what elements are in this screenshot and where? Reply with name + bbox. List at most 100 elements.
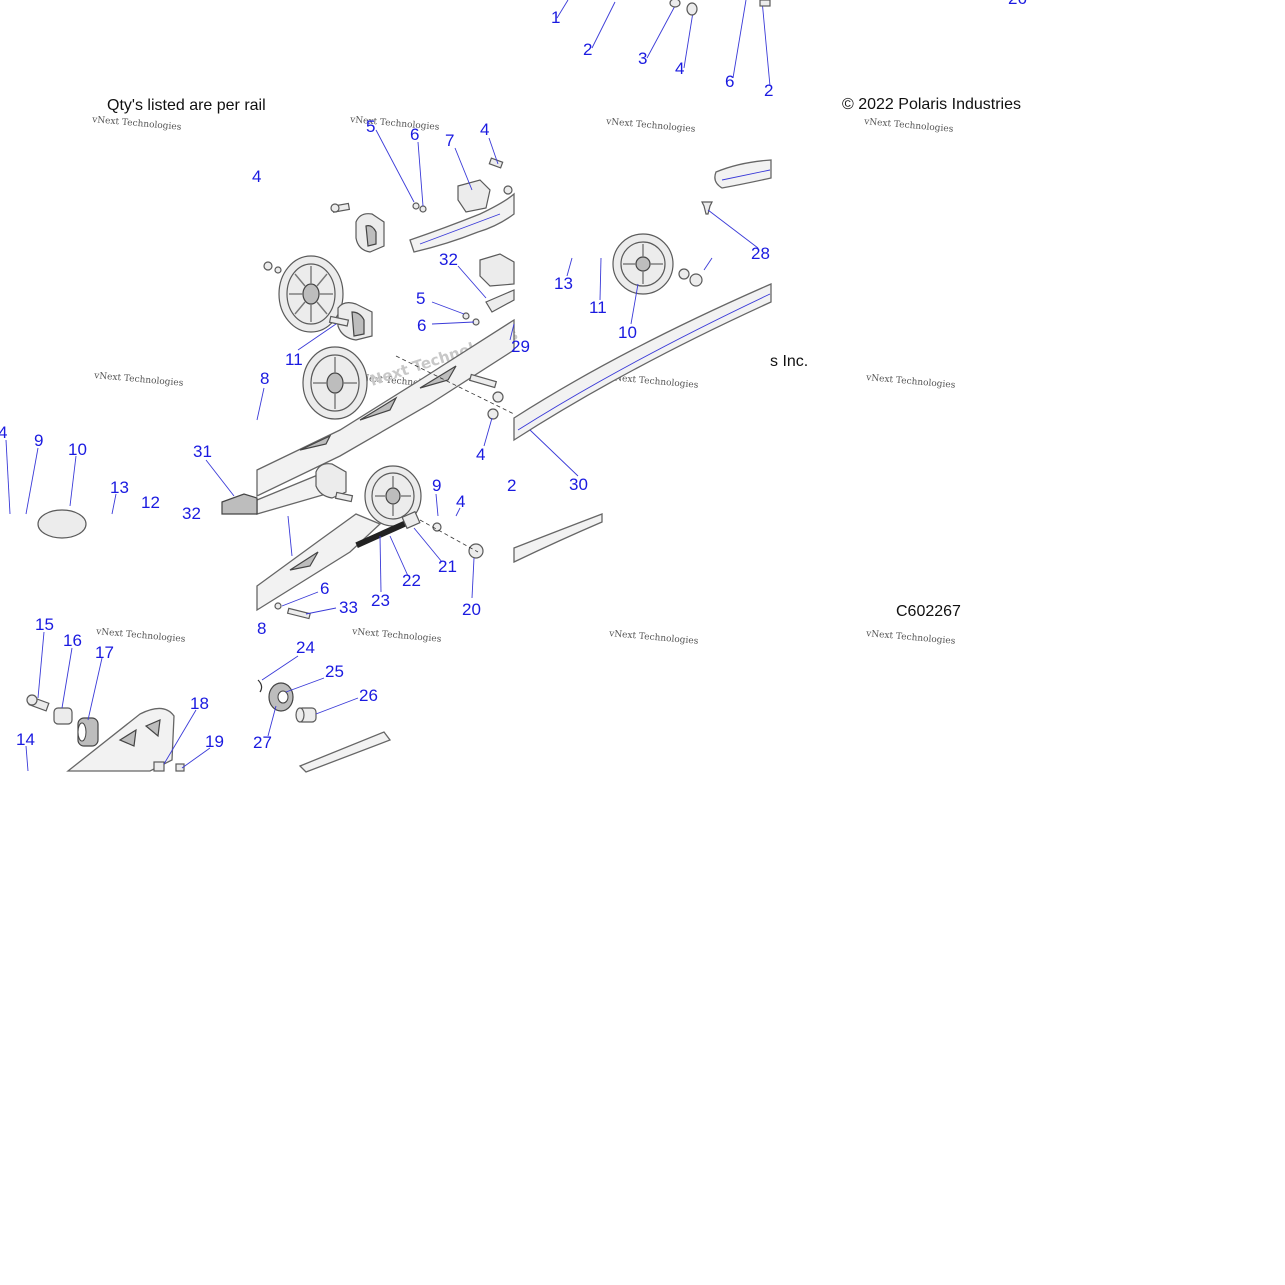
leader-line [261, 655, 299, 681]
leader-line [379, 535, 382, 593]
pin [175, 763, 185, 772]
callout-2: 2 [583, 40, 592, 59]
leader-line [305, 607, 337, 615]
watermarks: vNext Technologies vNext Technologies vN… [91, 115, 956, 647]
callout-10: 10 [618, 323, 637, 342]
bolt-head [26, 694, 38, 706]
slide-block-slot [351, 311, 365, 337]
nut [487, 408, 499, 420]
leader-line [457, 265, 487, 299]
callout-29: 29 [511, 337, 530, 356]
leader-line [5, 439, 11, 515]
leader-line [630, 283, 639, 325]
leader-line [599, 257, 602, 301]
adjuster-block [401, 510, 421, 530]
leader-line [488, 137, 499, 165]
callout-4: 4 [0, 423, 7, 442]
nut [669, 0, 681, 8]
rear-bracket-cutouts [118, 719, 161, 747]
callout-18: 18 [190, 694, 209, 713]
watermark-text: vNext Technologies [605, 117, 696, 135]
leader-line [87, 657, 103, 721]
idler-wheel [302, 346, 368, 420]
watermark-text: vNext Technologies [93, 371, 184, 389]
tile-center-upper: 5 6 7 4 4 [252, 117, 515, 253]
spacer-end [295, 707, 305, 723]
leader-line [287, 515, 293, 557]
bushing-bore [77, 722, 87, 742]
callout-17: 17 [95, 643, 114, 662]
rail-hatch [419, 213, 501, 245]
tile-top-strip: 1 2 3 4 6 2 26 [551, 0, 1027, 100]
callout-19: 19 [205, 732, 224, 751]
callout-12: 12 [141, 493, 160, 512]
rail-hatch [721, 169, 771, 181]
leader-line [389, 535, 409, 577]
leader-line [454, 147, 473, 191]
callout-5: 5 [416, 289, 425, 308]
callout-4: 4 [476, 445, 485, 464]
callout-partial: 26 [1008, 0, 1027, 8]
callout-4: 4 [480, 120, 489, 139]
bumper [221, 493, 258, 515]
leader-line [471, 557, 475, 599]
leader-line [683, 11, 694, 69]
leader-line [566, 257, 573, 277]
callout-33: 33 [339, 598, 358, 617]
callout-8: 8 [260, 369, 269, 388]
callout-25: 25 [325, 662, 344, 681]
callout-4: 4 [456, 492, 465, 511]
leader-line [181, 747, 211, 769]
tile-left-lower: 15 16 17 18 19 14 [16, 615, 224, 772]
shaft [485, 289, 515, 313]
idler-wheel [278, 255, 344, 333]
callout-20: 20 [462, 600, 481, 619]
callout-13: 13 [554, 274, 573, 293]
tile-right-lower [513, 513, 603, 564]
part-code: C602267 [896, 603, 961, 620]
leader-line [205, 459, 235, 497]
leader-line [37, 631, 45, 699]
leader-line [69, 455, 77, 507]
bolt [286, 607, 311, 620]
callout-2: 2 [507, 476, 516, 495]
rail-hatch [517, 293, 771, 431]
bumper [457, 179, 491, 213]
washer [462, 312, 470, 320]
bolt-head [330, 203, 340, 213]
leader-line [256, 387, 265, 421]
washer [432, 522, 442, 532]
callout-4: 4 [675, 59, 684, 78]
callout-6: 6 [320, 579, 329, 598]
leader-line [25, 745, 29, 772]
callout-23: 23 [371, 591, 390, 610]
washer [412, 202, 420, 210]
callout-27: 27 [253, 733, 272, 752]
axis-line [395, 355, 515, 415]
watermark-text: vNext Technologies [608, 629, 699, 647]
washer [678, 268, 690, 280]
rail-rear-tip [714, 159, 772, 189]
leader-line [375, 129, 415, 203]
leader-line [61, 647, 73, 709]
copyright: © 2022 Polaris Industries [842, 96, 1021, 113]
callout-9: 9 [432, 476, 441, 495]
washer [274, 602, 282, 610]
watermark-text: vNext Technologies [865, 373, 956, 391]
leader-line [707, 209, 759, 249]
callout-32: 32 [439, 250, 458, 269]
rail [513, 283, 772, 442]
bolt [468, 373, 498, 389]
callout-16: 16 [63, 631, 82, 650]
leader-line [413, 527, 443, 563]
leader-line [703, 257, 713, 271]
watermark-text: vNext Technologies [91, 115, 182, 133]
axle-bolt [328, 315, 350, 327]
leader-line [281, 591, 319, 607]
leader-line [529, 429, 579, 477]
callout-11: 11 [285, 350, 303, 369]
leader-line [509, 323, 515, 341]
callout-13: 13 [110, 478, 129, 497]
leader-line [163, 709, 197, 765]
